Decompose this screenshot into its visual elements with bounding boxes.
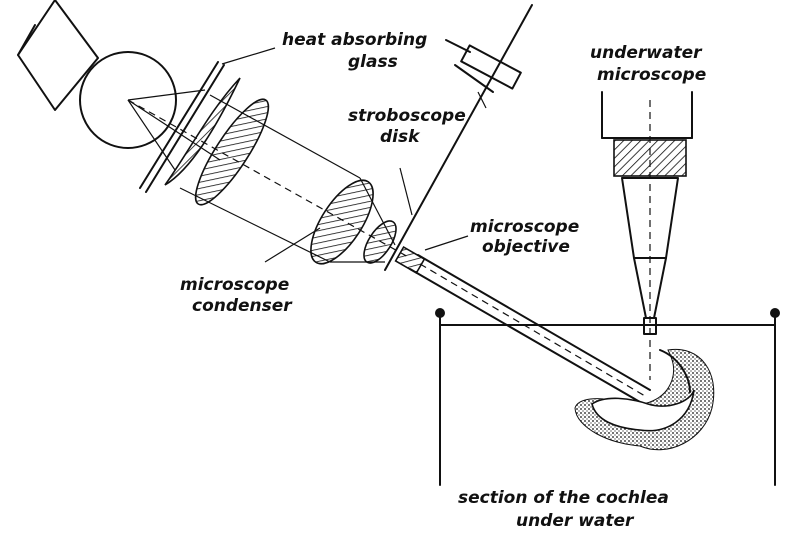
- label-stroboscope-1: stroboscope: [348, 106, 466, 126]
- label-underwater-microscope-1: underwater: [590, 43, 703, 63]
- water-tank: [435, 308, 780, 486]
- lamp: [17, 0, 221, 171]
- label-underwater-microscope-2: microscope: [597, 65, 706, 85]
- heat-absorbing-glass: [139, 61, 225, 193]
- leader-lines: [221, 47, 469, 263]
- cochlea-section: [574, 348, 715, 451]
- label-heat-absorbing-glass-2: glass: [348, 52, 398, 72]
- condenser-lenses: [164, 77, 397, 265]
- label-heat-absorbing-glass-1: heat absorbing: [282, 30, 427, 50]
- label-cochlea-1: section of the cochlea: [458, 488, 669, 508]
- label-stroboscope-2: disk: [380, 127, 421, 147]
- light-path: [127, 94, 411, 263]
- label-microscope-objective-1: microscope: [470, 217, 579, 237]
- underwater-microscope: [601, 91, 693, 380]
- label-microscope-condenser-1: microscope: [180, 275, 289, 295]
- label-cochlea-2: under water: [516, 511, 635, 531]
- microscope-objective: [394, 245, 651, 403]
- label-microscope-condenser-2: condenser: [192, 296, 293, 316]
- label-microscope-objective-2: objective: [482, 237, 570, 257]
- stroboscope-disk: [384, 4, 533, 271]
